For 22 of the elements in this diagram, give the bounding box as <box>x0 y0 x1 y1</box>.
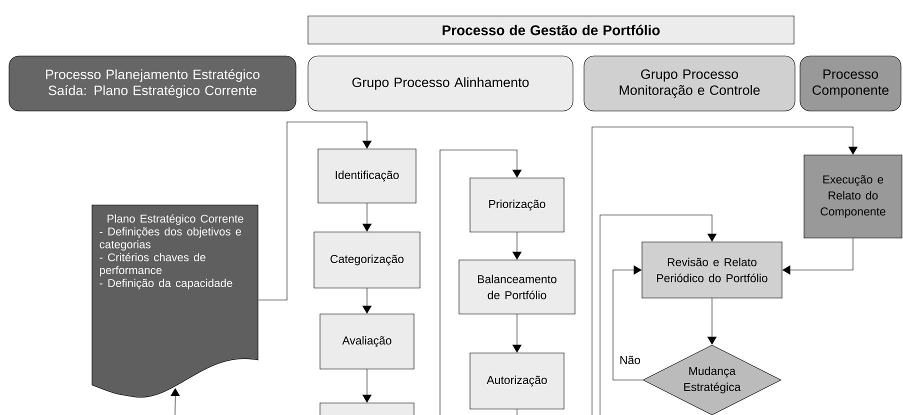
process-box: Execução e Relato do Componente <box>804 154 902 238</box>
process-box: Avaliação <box>320 314 414 370</box>
process-box: Autorização <box>470 352 564 410</box>
group-header: Grupo Processo Alinhamento <box>308 56 574 112</box>
process-box: Identificação <box>318 148 416 204</box>
arrow <box>600 214 717 415</box>
arrow <box>170 388 180 415</box>
arrow <box>440 150 522 415</box>
process-box <box>320 402 414 415</box>
arrow <box>592 126 858 415</box>
group-header: Grupo Processo Monitoração e Controle <box>584 56 796 112</box>
process-box: Categorização <box>314 232 420 288</box>
group-header: Processo Planejamento Estratégico Saída: Plano Estratégico Corrente <box>8 56 296 112</box>
connector-line <box>516 409 518 415</box>
arrow <box>258 122 372 300</box>
process-box: Balanceamento de Portfólio <box>458 260 576 314</box>
edge-label: Não <box>618 354 642 366</box>
process-box: Revisão e Relato Periódico do Portfólio <box>642 242 782 298</box>
process-box: Priorização <box>470 178 564 232</box>
group-header: Processo Componente <box>800 56 902 112</box>
arrow <box>612 265 643 380</box>
process-box: Processo de Gestão de Portfólio <box>308 16 794 44</box>
